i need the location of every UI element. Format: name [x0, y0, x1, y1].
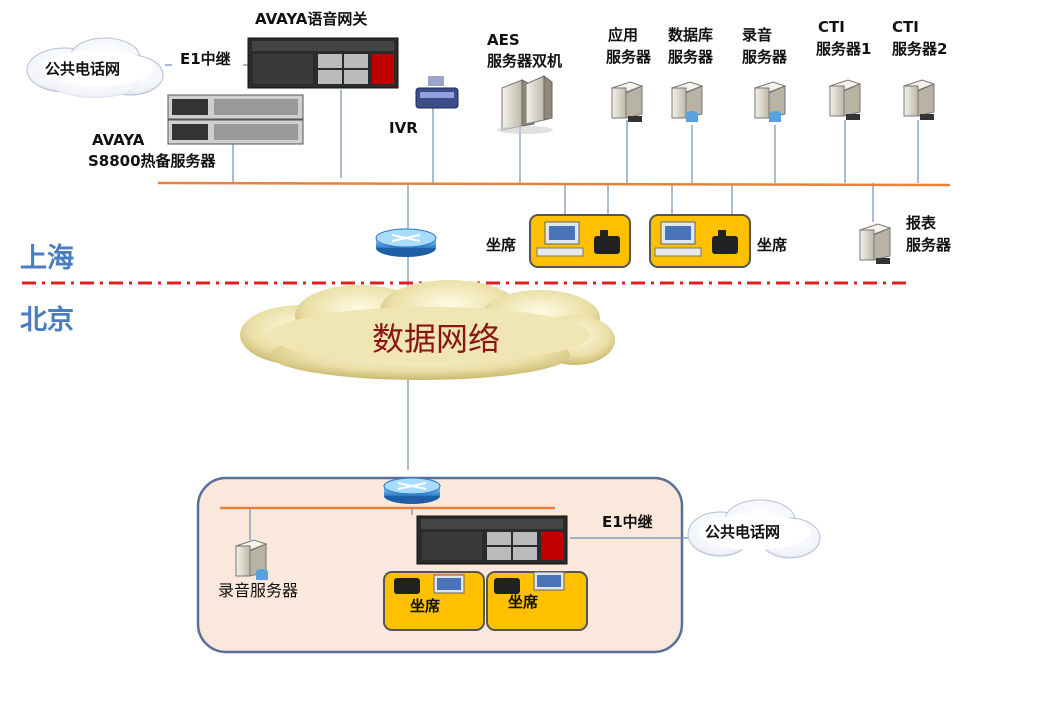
report-server-label-line1: 报表: [906, 214, 937, 232]
rec-server-bottom-label: 录音服务器: [218, 581, 299, 600]
cti1-server-icon: [828, 79, 862, 120]
avaya-gateway-label: AVAYA语音网关: [255, 10, 368, 28]
agent-bottom-left-label: 坐席: [410, 597, 441, 615]
agent-station-bottom-right: [486, 571, 588, 631]
aes-label-line2: 服务器双机: [487, 52, 563, 70]
agent-station-top-right: [649, 214, 751, 268]
ivr-device: [415, 76, 459, 109]
db-server-label-line2: 服务器: [668, 48, 714, 66]
db-server-label-line1: 数据库: [668, 26, 714, 44]
agent-top-right-label: 坐席: [757, 236, 788, 254]
app-server-icon: [610, 81, 644, 122]
s8800-label-line1: AVAYA: [92, 131, 145, 149]
agent-station-top-left: [529, 214, 631, 268]
app-server-label-line1: 应用: [608, 26, 639, 44]
router-bottom-icon: [383, 477, 441, 504]
report-server-label-line2: 服务器: [906, 236, 952, 254]
aes-label-line1: AES: [487, 31, 520, 49]
cti1-label-line2: 服务器1: [816, 40, 872, 58]
top-lan-bus: [157, 181, 951, 187]
pstn-cloud-bottom-icon: [687, 499, 821, 559]
connection-lines-top: [165, 64, 919, 470]
cti2-server-icon: [902, 79, 936, 120]
recording-server-icon: [753, 81, 787, 122]
pstn-cloud-top-icon: [26, 37, 164, 98]
region-label-beijing: 北京: [20, 305, 74, 336]
e1-trunk-bottom-label: E1中继: [602, 513, 653, 531]
rec-server-label-line1: 录音: [742, 26, 773, 44]
avaya-gateway-bottom-device: [416, 515, 568, 565]
report-server-icon: [858, 223, 892, 264]
ivr-label: IVR: [389, 119, 418, 137]
agent-station-bottom-left: [383, 571, 485, 631]
data-network-label: 数据网络: [372, 320, 501, 358]
s8800-server-pair: [167, 94, 304, 145]
cti1-label-line1: CTI: [818, 18, 845, 36]
cti2-label-line2: 服务器2: [892, 40, 948, 58]
pstn-bottom-label: 公共电话网: [705, 523, 781, 541]
pstn-top-label: 公共电话网: [45, 60, 121, 78]
recording-server-bottom-icon: [234, 539, 268, 580]
agent-top-left-label: 坐席: [486, 236, 517, 254]
app-server-label-line2: 服务器: [606, 48, 652, 66]
rec-server-label-line2: 服务器: [742, 48, 788, 66]
avaya-gateway-device: [247, 37, 399, 89]
region-label-shanghai: 上海: [20, 243, 74, 274]
agent-bottom-right-label: 坐席: [508, 593, 539, 611]
cti2-label-line1: CTI: [892, 18, 919, 36]
aes-server-towers: [497, 75, 553, 134]
connection-lines-bottom: [249, 508, 695, 540]
data-network-cloud-icon: [240, 280, 615, 380]
s8800-label-line2: S8800热备服务器: [88, 152, 216, 170]
db-server-icon: [670, 81, 704, 122]
router-top-icon: [375, 228, 437, 257]
e1-trunk-top-label: E1中继: [180, 50, 231, 68]
